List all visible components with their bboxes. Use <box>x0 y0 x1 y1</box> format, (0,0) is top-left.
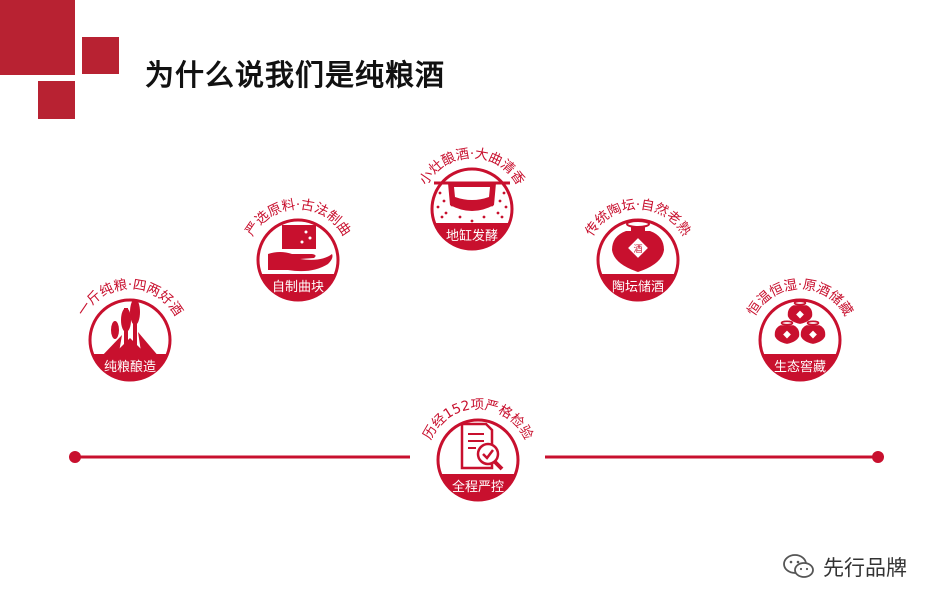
badge-pure-grain: 一斤纯粮·四两好酒 纯粮酿造 <box>65 235 195 395</box>
badge-quality-control: 历经152项严格检验 全程严控 <box>413 355 543 515</box>
corner-deco-square-2 <box>82 37 119 74</box>
badge-label: 生态窖藏 <box>774 359 826 375</box>
badge-label-band <box>441 474 515 499</box>
svg-text:酒: 酒 <box>633 244 642 255</box>
wechat-icon <box>783 554 814 578</box>
jars-icon <box>774 300 826 344</box>
vat-icon <box>434 181 510 223</box>
badge-label: 自制曲块 <box>272 280 324 295</box>
badge-clay-jar: 传统陶坛·自然老熟 酒 陶坛储酒 <box>573 155 703 315</box>
badge-label: 陶坛储酒 <box>612 279 664 295</box>
badge-label-band <box>435 223 509 248</box>
badge-ecological-cellar: 恒温恒湿·原酒储藏 生态窖藏 <box>735 235 865 395</box>
badge-earth-vat: 小灶酿酒·大曲清香 地缸发酵 <box>407 104 537 264</box>
hand-block-icon <box>268 225 333 272</box>
jar-icon: 酒 <box>612 220 664 272</box>
timeline-dot-left <box>69 451 81 463</box>
timeline-dot-right <box>872 451 884 463</box>
corner-deco-square-3 <box>38 81 75 119</box>
badge-label-band <box>261 274 335 299</box>
badge-label-band <box>763 354 837 379</box>
badge-label: 纯粮酿造 <box>104 359 156 375</box>
badge-label-band <box>601 274 675 299</box>
corner-deco-square-1 <box>0 0 75 75</box>
inspection-icon <box>460 422 504 471</box>
watermark-text: 先行品牌 <box>823 556 907 580</box>
badge-self-made-qu: 严选原料·古法制曲 自制曲块 <box>233 155 363 315</box>
sorghum-icon <box>100 299 160 358</box>
badge-label: 地缸发酵 <box>446 228 498 244</box>
page-title: 为什么说我们是纯粮酒 <box>145 58 446 92</box>
watermark: 先行品牌 <box>783 552 907 582</box>
badge-label: 全程严控 <box>452 479 504 495</box>
badge-label-band <box>93 354 167 379</box>
